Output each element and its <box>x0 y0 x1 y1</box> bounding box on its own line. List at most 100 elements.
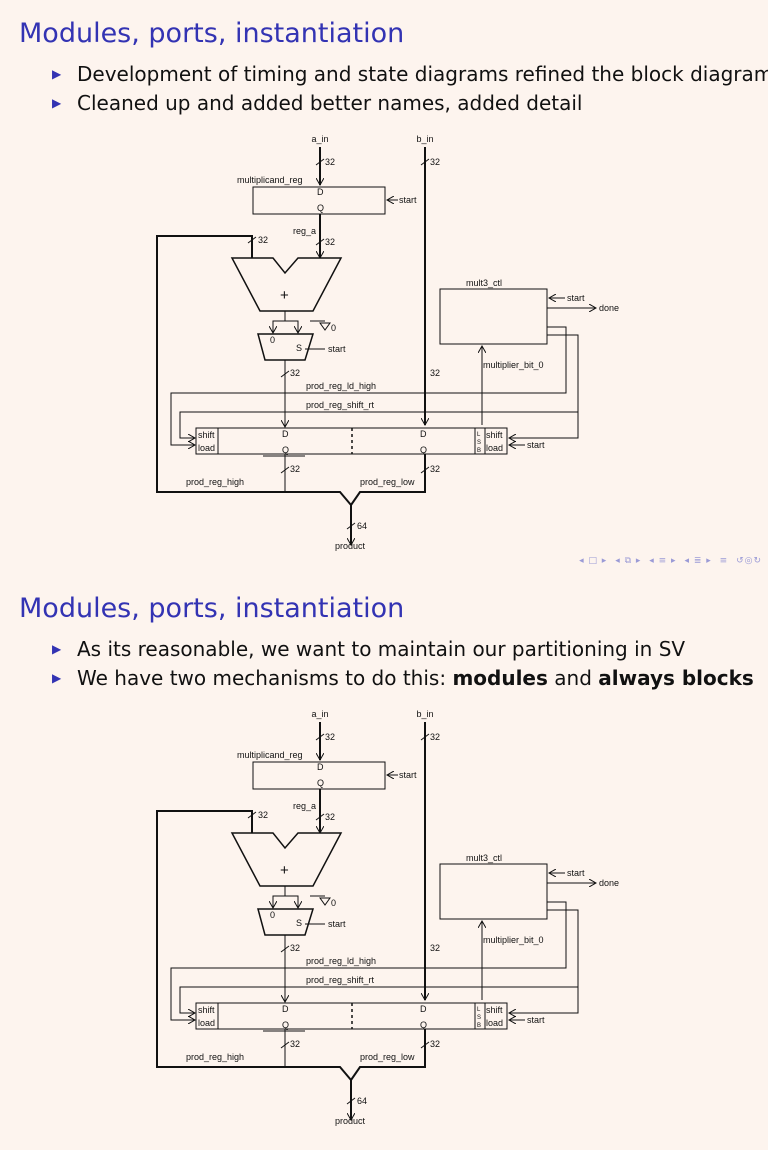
plus-label: + <box>280 862 289 879</box>
q-port-label: Q <box>420 1020 427 1030</box>
lsb-label: L <box>477 432 481 438</box>
q-port-label: Q <box>282 1020 289 1030</box>
load-label: load <box>486 443 503 453</box>
width-label: 32 <box>325 157 335 167</box>
multiplier-block-diagram: a_in b_in 32 32 multiplicand_reg D Q sta… <box>156 134 619 551</box>
prod-reg-low-label: prod_reg_low <box>360 1052 415 1062</box>
width-label: 32 <box>430 157 440 167</box>
slide-title: Modules, ports, instantiation <box>19 593 405 624</box>
product-label: product <box>335 1116 366 1126</box>
bullet-text: We have two mechanisms to do this: <box>77 666 453 690</box>
d-port-label: D <box>317 187 324 197</box>
width-label: 64 <box>357 1096 367 1106</box>
mult3-ctl-box <box>439 863 548 920</box>
shift-label: shift <box>486 430 503 440</box>
start-label: start <box>567 868 585 878</box>
load-label: load <box>486 1018 503 1028</box>
constant-zero-label: 0 <box>331 898 336 908</box>
width-label: 32 <box>325 237 335 247</box>
start-label: start <box>527 440 545 450</box>
nav-section-icon[interactable]: ◂ ≣ ▸ <box>684 556 712 566</box>
width-label: 64 <box>357 521 367 531</box>
bullet-text: and <box>547 666 599 690</box>
bold-term-always-blocks: always blocks <box>598 666 754 690</box>
nav-search-icon[interactable]: ↺◎↻ <box>736 556 762 566</box>
mux <box>257 908 315 936</box>
lsb-label: L <box>477 1007 481 1013</box>
bullet-text: Cleaned up and added better names, added… <box>77 91 583 115</box>
prod-reg-ld-high-line <box>170 901 567 1020</box>
width-label: 32 <box>290 1039 300 1049</box>
q-port-label: Q <box>282 445 289 455</box>
lsb-label: S <box>477 440 481 446</box>
width-label: 32 <box>290 368 300 378</box>
start-label: start <box>527 1015 545 1025</box>
multiplier-block-diagram: a_in b_in 32 32 multiplicand_reg D Q sta… <box>156 709 619 1126</box>
block-diagram: a_in b_in 32 32 multiplicand_reg D Q sta… <box>0 125 768 559</box>
nav-subsection-icon[interactable]: ◂ ≡ ▸ <box>649 556 677 566</box>
prod-reg-high-label: prod_reg_high <box>186 477 244 487</box>
triangle-bullet-icon: ▶ <box>52 67 62 81</box>
block-diagram: a_in b_in 32 32 multiplicand_reg D Q sta… <box>0 700 768 1134</box>
adder <box>230 832 343 887</box>
prod-reg-high-label: prod_reg_high <box>186 1052 244 1062</box>
lsb-label: B <box>477 448 481 454</box>
width-label: 32 <box>325 812 335 822</box>
a-in-label: a_in <box>311 134 328 144</box>
width-label: 32 <box>290 943 300 953</box>
width-label: 32 <box>430 732 440 742</box>
prod-reg-shift-rt-label: prod_reg_shift_rt <box>306 400 375 410</box>
bullet-item: ▶ Cleaned up and added better names, adde… <box>52 89 768 118</box>
triangle-bullet-icon: ▶ <box>52 671 62 685</box>
nav-frame-icon[interactable]: ◂ ⧉ ▸ <box>615 556 642 566</box>
constant-zero-label: 0 <box>331 323 336 333</box>
width-label: 32 <box>325 732 335 742</box>
nav-align-icon[interactable]: ≡ <box>719 556 729 566</box>
plus-label: + <box>280 287 289 304</box>
nav-left-arrow-icon[interactable]: ◂ □ ▸ <box>579 556 608 566</box>
mux-input-zero-label: 0 <box>270 335 275 345</box>
lsb-label: S <box>477 1015 481 1021</box>
shift-label: shift <box>486 1005 503 1015</box>
bullet-item: ▶ We have two mechanisms to do this: modu… <box>52 664 754 693</box>
width-label: 32 <box>258 235 268 245</box>
q-port-label: Q <box>317 778 324 788</box>
bullet-item: ▶ Development of timing and state diagram… <box>52 60 768 89</box>
bullet-item: ▶ As its reasonable, we want to maintain … <box>52 635 754 664</box>
mult3-ctl-label: mult3_ctl <box>466 853 502 863</box>
load-label: load <box>198 1018 215 1028</box>
load-label: load <box>198 443 215 453</box>
product-label: product <box>335 541 366 551</box>
start-label: start <box>328 919 346 929</box>
prod-reg-shift-rt-line <box>179 909 579 1013</box>
a-in-label: a_in <box>311 709 328 719</box>
bold-term-modules: modules <box>452 666 548 690</box>
prod-reg-ld-high-line <box>170 326 567 445</box>
b-in-label: b_in <box>416 709 433 719</box>
width-label: 32 <box>430 368 440 378</box>
q-port-label: Q <box>317 203 324 213</box>
bullet-text: As its reasonable, we want to maintain o… <box>77 637 686 661</box>
slide-1: Modules, ports, instantiation ▶ Developme… <box>0 18 768 566</box>
bullet-list: ▶ Development of timing and state diagram… <box>52 60 768 118</box>
mux-select-label: S <box>296 343 302 353</box>
adder <box>230 257 343 312</box>
slide-title: Modules, ports, instantiation <box>19 18 405 49</box>
width-label: 32 <box>290 464 300 474</box>
shift-label: shift <box>198 430 215 440</box>
bullet-text: Development of timing and state diagrams… <box>77 62 768 86</box>
start-label: start <box>567 293 585 303</box>
multiplier-bit-0-label: multiplier_bit_0 <box>483 360 544 370</box>
beamer-navigation[interactable]: ◂ □ ▸ ◂ ⧉ ▸ ◂ ≡ ▸ ◂ ≣ ▸ ≡ ↺◎↻ <box>575 556 762 566</box>
triangle-bullet-icon: ▶ <box>52 642 62 656</box>
slide-2: Modules, ports, instantiation ▶ As its re… <box>0 575 768 1150</box>
reg-a-label: reg_a <box>293 226 316 236</box>
triangle-bullet-icon: ▶ <box>52 96 62 110</box>
mux <box>257 333 315 361</box>
prod-reg-ld-high-label: prod_reg_ld_high <box>306 381 376 391</box>
start-label: start <box>328 344 346 354</box>
done-label: done <box>599 878 619 888</box>
d-port-label: D <box>420 1004 427 1014</box>
mult3-ctl-box <box>439 288 548 345</box>
prod-reg-shift-rt-line <box>179 334 579 438</box>
